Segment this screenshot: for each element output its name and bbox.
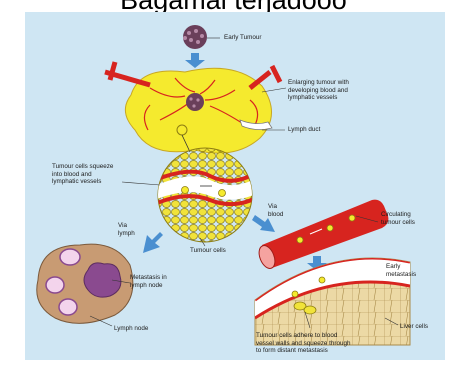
label-lymph-duct: Lymph duct	[288, 126, 320, 134]
label-early-metastasis: Early metastasis	[386, 263, 416, 278]
enlarging-tumour	[105, 62, 280, 153]
label-metastasis-node: Metastasis in lymph node	[130, 274, 167, 289]
lymph-node	[37, 244, 133, 323]
label-via-lymph: Via lymph	[118, 222, 135, 237]
label-squeeze: Tumour cells squeeze into blood and lymp…	[52, 163, 113, 186]
early-tumour	[183, 25, 207, 49]
label-circulating: Circulating tumour cells	[381, 211, 415, 226]
label-enlarging-tumour: Enlarging tumour with developing blood a…	[288, 79, 349, 102]
arrow-via-lymph-icon	[143, 232, 163, 253]
label-via-blood: Via blood	[268, 203, 283, 218]
label-tumour-cells: Tumour cells	[190, 247, 226, 255]
label-early-tumour: Early Tumour	[224, 34, 261, 42]
arrow-down-icon	[185, 53, 205, 68]
label-lymph-node: Lymph node	[114, 325, 148, 333]
label-adhere: Tumour cells adhere to blood vessel wall…	[256, 332, 351, 355]
magnified-circle	[150, 148, 260, 242]
label-liver-cells: Liver cells	[400, 323, 428, 331]
